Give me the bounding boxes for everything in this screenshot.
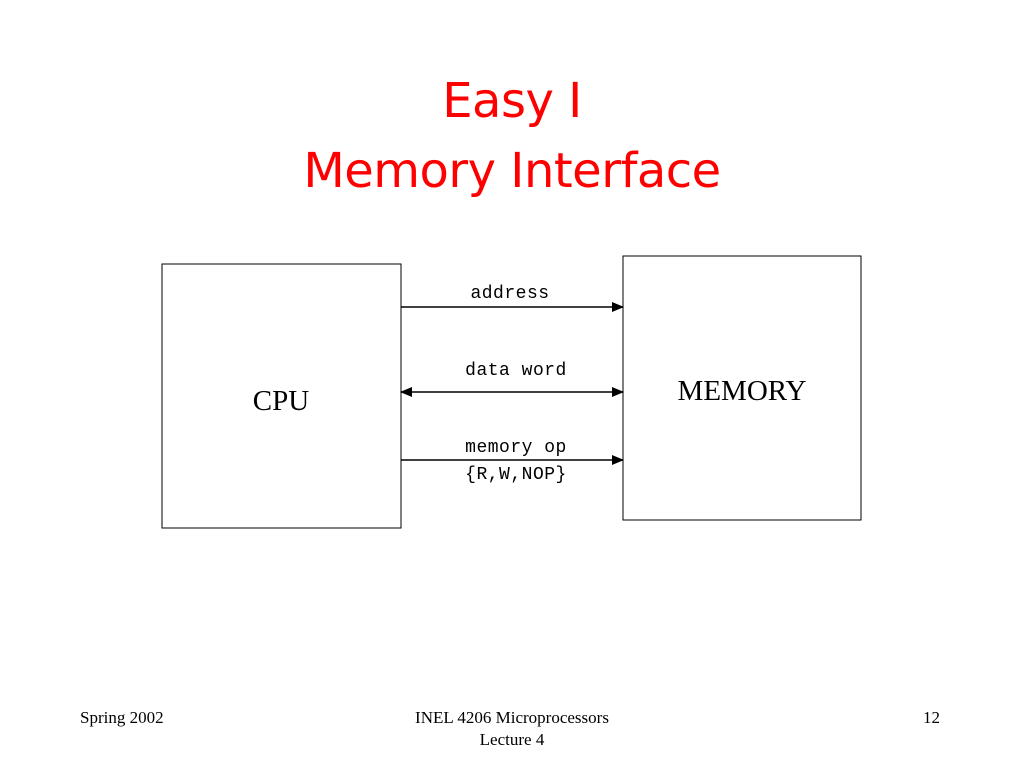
title-line-1: Easy I [442,73,582,129]
footer-date: Spring 2002 [80,708,164,727]
title-line-2: Memory Interface [303,143,721,199]
footer-course-line-2: Lecture 4 [479,730,545,749]
footer-course: INEL 4206 Microprocessors Lecture 4 [362,707,662,751]
memory-op-values-label: {R,W,NOP} [465,465,567,485]
footer-course-line-1: INEL 4206 Microprocessors [415,708,609,727]
slide-title: Easy I Memory Interface [0,66,1024,206]
memory-label: MEMORY [678,375,807,407]
address-label: address [470,284,549,304]
cpu-label: CPU [253,385,309,417]
memory-op-label: memory op [465,438,567,458]
page-number: 12 [923,708,940,727]
data-word-label: data word [465,361,567,381]
